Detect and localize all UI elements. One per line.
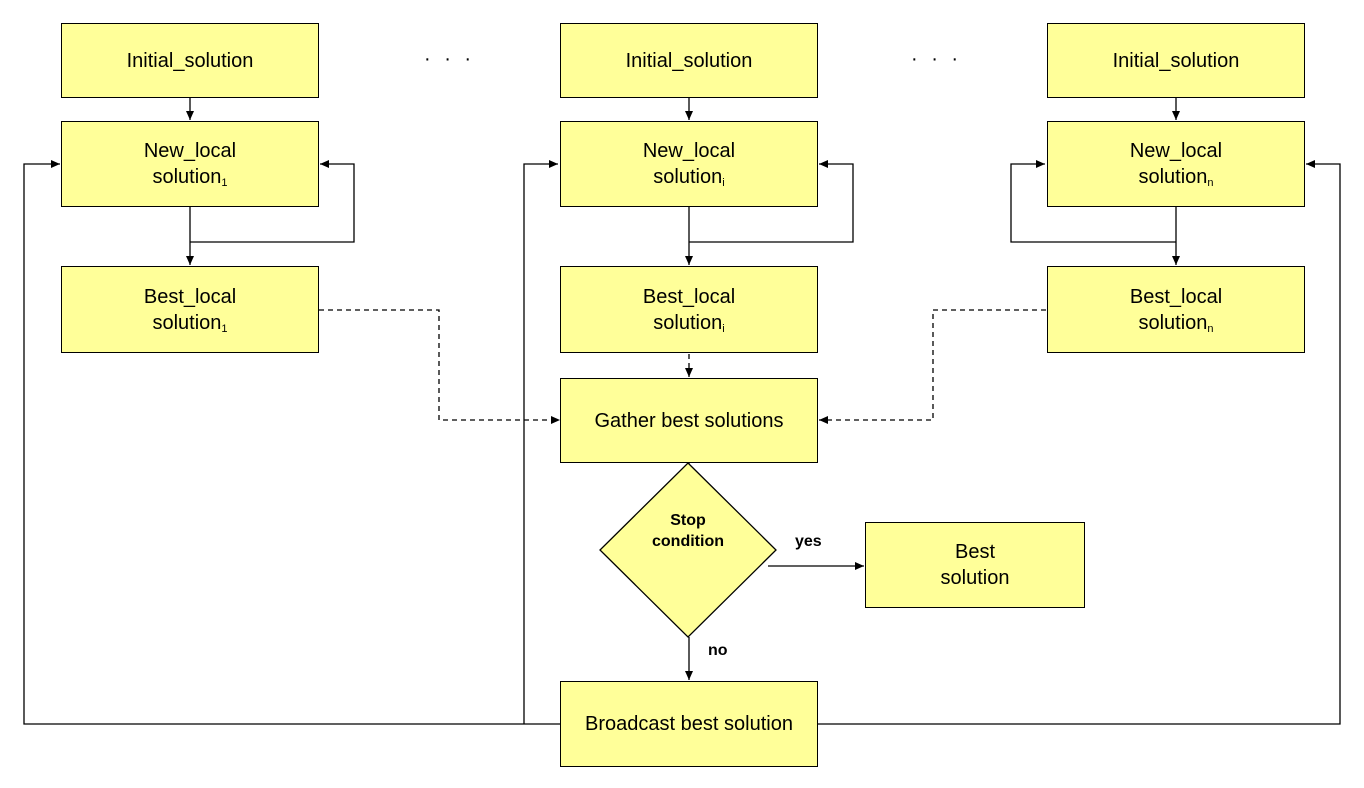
initial-solution-box-n: Initial_solution <box>1047 23 1305 98</box>
yes-label: yes <box>795 533 822 550</box>
best-solution-line2: solution <box>940 567 1010 589</box>
broadcast-box: Broadcast best solution <box>560 681 818 767</box>
ellipsis-right: · · · <box>911 48 963 70</box>
loop-new1 <box>190 160 355 243</box>
best-local-line1-1: Best_local <box>143 285 237 308</box>
feedback-col1 <box>23 160 560 725</box>
gather-box: Gather best solutions <box>560 378 818 463</box>
best-local-box-1: Best_local solution1 <box>61 266 319 353</box>
best-local-line2-n: solution <box>1138 311 1208 334</box>
feedback-coli <box>523 160 558 724</box>
best-local-sub-1: 1 <box>221 322 228 335</box>
new-local-sub-n: n <box>1207 177 1214 189</box>
new-local-box-1: New_local solution1 <box>61 121 319 207</box>
initial-solution-label-n: Initial_solution <box>1112 49 1240 72</box>
dashed-best1-to-gather <box>319 309 560 424</box>
new-local-sub-1: 1 <box>221 177 228 189</box>
gather-label: Gather best solutions <box>594 409 784 432</box>
best-local-box-n: Best_local solutionn <box>1047 266 1305 353</box>
initial-solution-label-1: Initial_solution <box>126 49 254 72</box>
best-local-sub-n: n <box>1207 322 1214 335</box>
dashed-bestn-to-gather <box>819 309 1046 424</box>
best-solution-box: Best solution <box>865 522 1085 608</box>
best-local-line1-i: Best_local <box>642 285 736 308</box>
new-local-box-n: New_local solutionn <box>1047 121 1305 207</box>
new-local-line1-i: New_local <box>642 140 736 162</box>
new-local-line2-i: solution <box>653 166 723 188</box>
loop-newn <box>1010 160 1176 243</box>
best-local-line2-1: solution <box>152 311 222 334</box>
new-local-line1-n: New_local <box>1129 140 1223 162</box>
no-label: no <box>708 642 728 659</box>
decision-line1: Stop <box>670 512 706 529</box>
new-local-line2-n: solution <box>1138 166 1208 188</box>
new-local-sub-i: i <box>722 177 725 189</box>
decision-line2: condition <box>652 533 724 550</box>
ellipsis-left: · · · <box>424 48 476 70</box>
initial-solution-label-i: Initial_solution <box>625 49 753 72</box>
best-local-line1-n: Best_local <box>1129 285 1223 308</box>
feedback-coln <box>818 160 1341 725</box>
new-local-box-i: New_local solutioni <box>560 121 818 207</box>
broadcast-label: Broadcast best solution <box>585 713 793 735</box>
best-solution-line1: Best <box>954 541 996 563</box>
best-local-box-i: Best_local solutioni <box>560 266 818 353</box>
new-local-line2-1: solution <box>152 166 222 188</box>
loop-newi <box>689 160 854 243</box>
new-local-line1-1: New_local <box>143 140 237 162</box>
initial-solution-box-i: Initial_solution <box>560 23 818 98</box>
best-local-sub-i: i <box>722 322 725 335</box>
best-local-line2-i: solution <box>653 311 723 334</box>
initial-solution-box-1: Initial_solution <box>61 23 319 98</box>
decision-diamond <box>599 462 777 638</box>
decision-label: Stop condition <box>628 510 748 552</box>
